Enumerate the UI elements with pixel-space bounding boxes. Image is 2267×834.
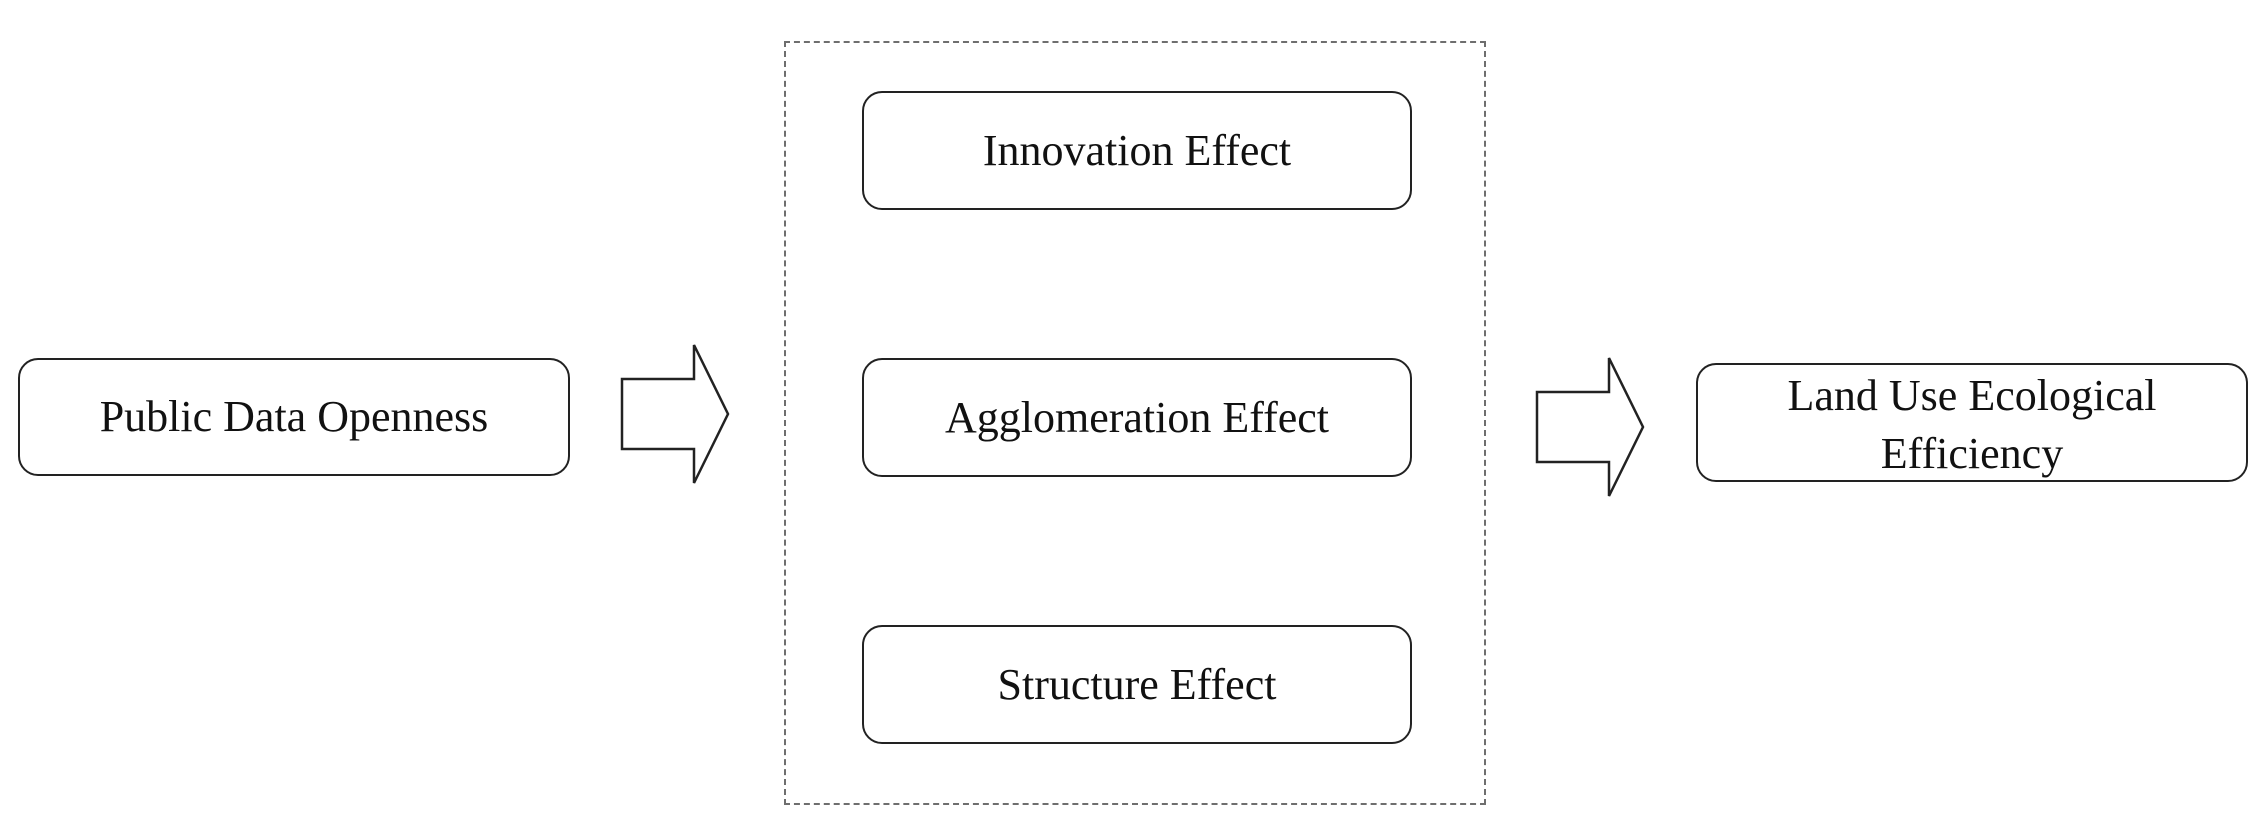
mechanism-group-dashed-frame	[784, 41, 1486, 805]
public-data-openness-box: Public Data Openness	[18, 358, 570, 476]
innovation-effect-box: Innovation Effect	[862, 91, 1412, 210]
structure-effect-label: Structure Effect	[997, 659, 1277, 709]
right-arrow-icon	[1535, 357, 1645, 497]
right-arrow-icon	[620, 344, 730, 484]
structure-effect-box: Structure Effect	[862, 625, 1412, 744]
public-data-openness-label: Public Data Openness	[99, 392, 489, 442]
land-use-ecological-efficiency-label: Land Use Ecological Efficiency	[1787, 371, 2157, 478]
agglomeration-effect-label: Agglomeration Effect	[944, 392, 1330, 442]
land-use-ecological-efficiency-box: Land Use Ecological Efficiency	[1696, 363, 2248, 482]
innovation-effect-label: Innovation Effect	[982, 125, 1292, 175]
agglomeration-effect-box: Agglomeration Effect	[862, 358, 1412, 477]
